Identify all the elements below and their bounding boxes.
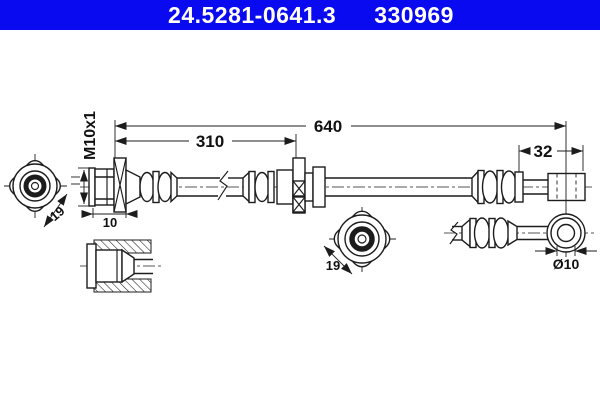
mid-mounting-bracket [292, 157, 306, 214]
part-number: 24.5281-0641.3 [168, 2, 337, 28]
dim-640-label: 640 [314, 117, 342, 136]
banjo-eye-side-view [547, 172, 586, 202]
dim-32-label: 32 [534, 142, 553, 161]
dim-hex-bottom-label: 19 [326, 258, 340, 273]
dimension-annotations: 640 310 32 [114, 117, 584, 257]
crimp-collar [113, 157, 127, 213]
break-symbol [217, 170, 229, 201]
left-flange-end-view: 19 [4, 154, 80, 228]
banjo-end-view: Ø10 [444, 213, 597, 272]
dim-10-label: 10 [103, 215, 117, 230]
dim-bore-label: Ø10 [553, 256, 580, 272]
bottom-flange-end-view: 19 [323, 207, 396, 275]
main-hose [177, 157, 586, 214]
dim-hex-left-label: 19 [47, 203, 68, 224]
left-fitting-side-view: M10x1 10 [78, 111, 178, 230]
panel-section-view [80, 239, 163, 293]
catalog-number: 330969 [374, 2, 454, 28]
dim-310-label: 310 [196, 132, 224, 151]
title-bar: 24.5281-0641.3 330969 [0, 0, 600, 30]
break-symbol [449, 221, 459, 245]
thread-spec-label: M10x1 [82, 111, 99, 160]
